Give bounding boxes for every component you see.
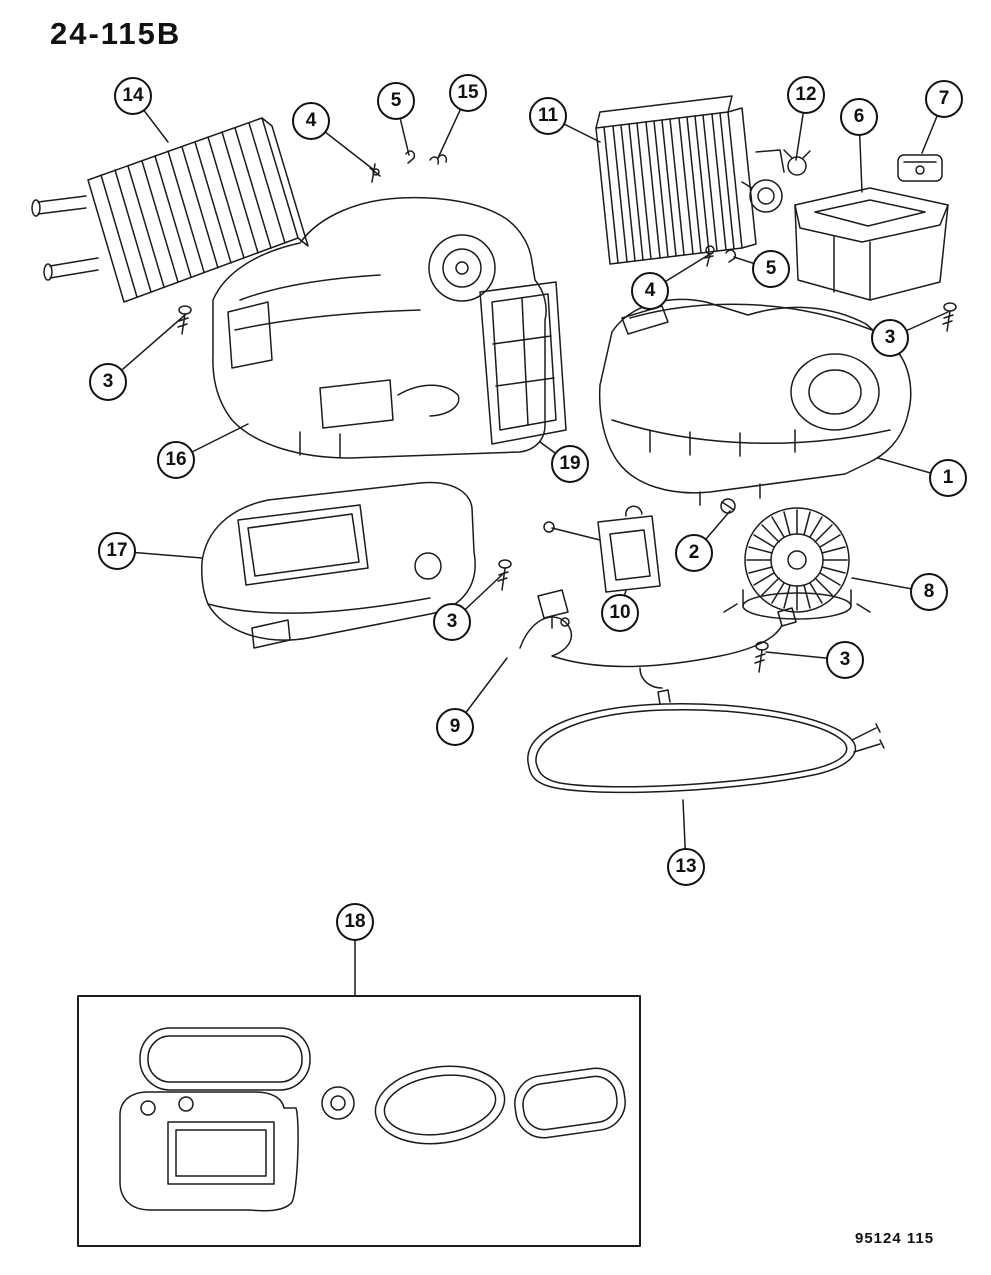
screw-4b-drawing [704, 245, 715, 267]
clip-5-drawing [405, 150, 416, 164]
distribution-duct-drawing [201, 481, 476, 649]
callout-5b: 5 [752, 250, 790, 288]
callout-2: 2 [675, 534, 713, 572]
lower-housing-drawing [598, 298, 912, 506]
callout-6: 6 [840, 98, 878, 136]
wiring-harness-drawing [519, 589, 797, 689]
fitting-12-drawing [783, 149, 811, 176]
callout-12: 12 [787, 76, 825, 114]
callout-17: 17 [98, 532, 136, 570]
resistor-drawing [543, 505, 661, 593]
heater-housing-drawing [212, 196, 547, 459]
blower-motor-drawing [723, 507, 871, 620]
clip-5b-drawing [725, 249, 737, 263]
callout-16: 16 [157, 441, 195, 479]
callout-4: 4 [292, 102, 330, 140]
callout-8: 8 [910, 573, 948, 611]
callout-13: 13 [667, 848, 705, 886]
intake-housing-drawing [794, 187, 949, 301]
screw-3-lower-drawing [754, 641, 769, 673]
callout-10: 10 [601, 594, 639, 632]
screw-3-right-drawing [942, 302, 957, 332]
leader-lines [107, 92, 949, 997]
page-title: 24-115B [50, 16, 182, 51]
evaporator-core-drawing [595, 95, 785, 265]
control-cable-drawing [527, 689, 885, 794]
clip-15-drawing [429, 154, 448, 165]
callout-1: 1 [929, 459, 967, 497]
screw-3-left-drawing [177, 305, 192, 335]
callout-14: 14 [114, 77, 152, 115]
bracket-7-drawing [897, 154, 943, 182]
callout-18: 18 [336, 903, 374, 941]
callout-5: 5 [377, 82, 415, 120]
callout-3-right: 3 [871, 319, 909, 357]
callout-7: 7 [925, 80, 963, 118]
callout-11: 11 [529, 97, 567, 135]
drawing-number: 95124 115 [855, 1230, 935, 1247]
callout-15: 15 [449, 74, 487, 112]
callout-3-lower: 3 [826, 641, 864, 679]
seal-kit-box-drawing [77, 995, 641, 1247]
callout-19: 19 [551, 445, 589, 483]
callout-4b: 4 [631, 272, 669, 310]
screw-3-mid-drawing [497, 559, 512, 591]
callout-3-left: 3 [89, 363, 127, 401]
door-panel-drawing [479, 281, 567, 445]
heater-core-drawing [31, 117, 309, 303]
callout-3-mid: 3 [433, 603, 471, 641]
callout-9: 9 [436, 708, 474, 746]
clip-4-drawing [369, 163, 381, 183]
clip-2-drawing [720, 498, 736, 514]
